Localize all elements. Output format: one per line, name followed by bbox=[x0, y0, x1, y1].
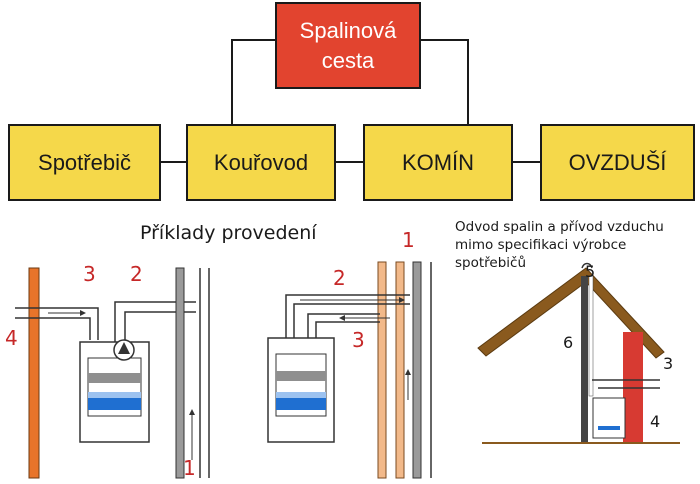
flue-pipe-box: Kouřovod bbox=[186, 124, 336, 201]
middle-label-3: 3 bbox=[352, 328, 365, 352]
right-label-4: 4 bbox=[650, 412, 661, 431]
right-label-5: 5 bbox=[585, 262, 596, 281]
note-line1: Odvod spalin a přívod vzduchu bbox=[455, 219, 664, 235]
left-label-4: 4 bbox=[5, 326, 18, 350]
left-label-3: 3 bbox=[83, 262, 96, 286]
atmosphere-label: OVZDUŠÍ bbox=[568, 149, 667, 175]
flue-path-box: Spalinová cesta bbox=[275, 2, 421, 89]
flue-pipe-label: Kouřovod bbox=[213, 149, 309, 175]
flue-path-line1: Spalinová bbox=[299, 17, 397, 43]
middle-label-1: 1 bbox=[402, 228, 415, 252]
appliance-label: Spotřebič bbox=[38, 149, 131, 175]
note-line2: mimo specifikaci výrobce spotřebičů bbox=[455, 237, 627, 271]
note-text: Odvod spalin a přívod vzduchu mimo speci… bbox=[455, 218, 700, 272]
examples-subtitle: Příklady provedení bbox=[140, 222, 317, 244]
left-label-1: 1 bbox=[183, 456, 196, 480]
atmosphere-box: OVZDUŠÍ bbox=[540, 124, 695, 201]
right-label-3: 3 bbox=[663, 354, 674, 373]
flue-path-line2: cesta bbox=[321, 47, 375, 73]
left-label-2: 2 bbox=[130, 262, 143, 286]
chimney-box: KOMÍN bbox=[363, 124, 513, 201]
chimney-label: KOMÍN bbox=[401, 149, 475, 175]
appliance-box: Spotřebič bbox=[8, 124, 161, 201]
right-label-6: 6 bbox=[563, 333, 574, 352]
middle-label-2: 2 bbox=[333, 266, 346, 290]
